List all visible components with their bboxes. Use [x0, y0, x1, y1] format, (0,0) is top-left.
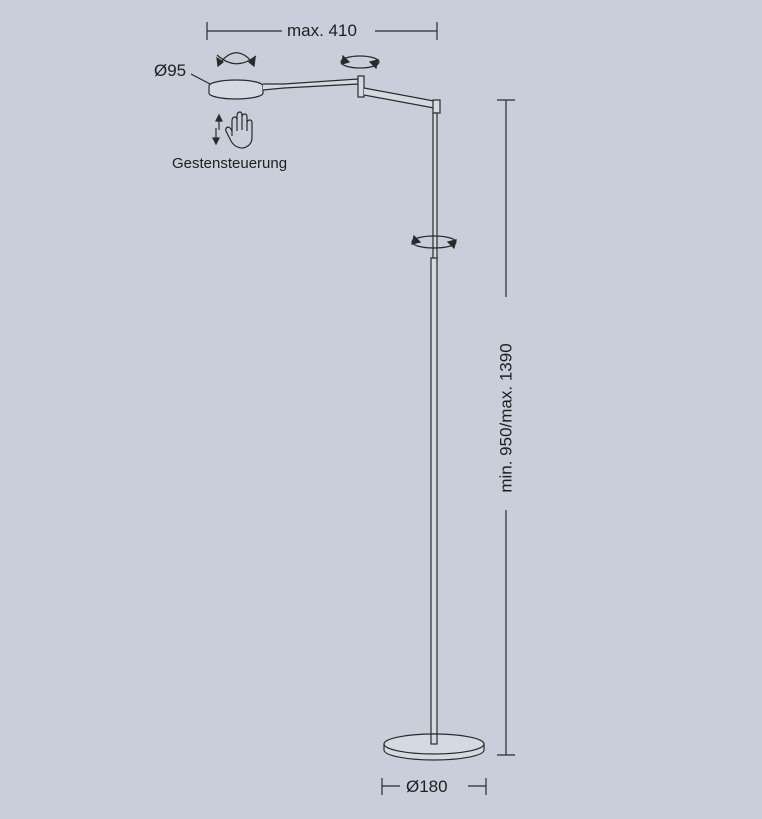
gesture-control-label: Gestensteuerung	[172, 155, 288, 172]
max-reach-label: max. 410	[287, 21, 357, 40]
base-diameter-label: Ø180	[406, 777, 448, 796]
rotate-arrow-icon	[340, 54, 380, 70]
height-dimension-line	[497, 99, 515, 756]
head-diameter-label: Ø95	[154, 61, 187, 80]
tilt-arrows-icon	[216, 52, 257, 68]
rotate-arrow-icon-pole	[411, 234, 457, 250]
height-range-label: min. 950/max. 1390	[496, 343, 516, 493]
lamp-arm	[262, 75, 441, 114]
lamp-base	[383, 733, 485, 761]
upper-pole	[432, 112, 438, 262]
up-down-arrows-icon	[212, 113, 223, 146]
lower-pole	[430, 257, 438, 743]
reach-dimension-line	[206, 22, 438, 40]
base-dimension-line	[381, 778, 487, 795]
lamp-head	[190, 73, 264, 100]
hand-gesture-icon	[225, 111, 253, 149]
